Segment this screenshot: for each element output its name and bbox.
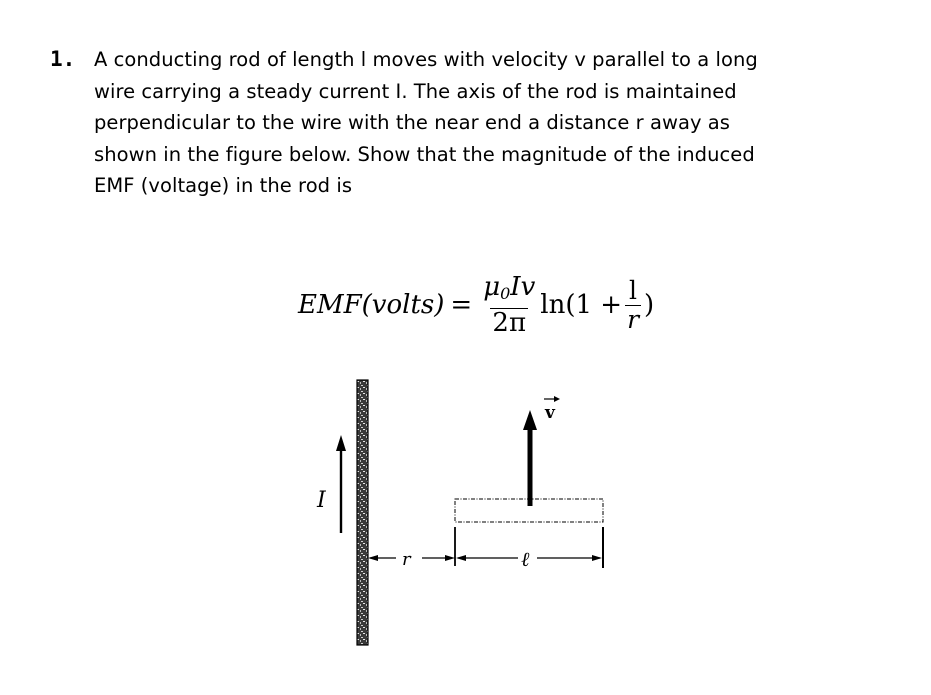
problem-line-3: perpendicular to the wire with the near …: [94, 111, 731, 134]
mu-subscript: 0: [500, 284, 511, 303]
formula-fraction-ratio: l r: [625, 275, 642, 334]
two-pi: 2π: [492, 308, 527, 338]
ratio-denominator: r: [625, 304, 642, 334]
formula-fraction-prefactor: μ0Iv 2π: [481, 273, 537, 337]
long-wire: [356, 379, 369, 646]
problem-line-1: A conducting rod of length l moves with …: [94, 48, 758, 71]
length-l-dimension: ℓ: [456, 547, 602, 571]
problem-statement: A conducting rod of length l moves with …: [94, 44, 854, 202]
fraction-denominator: 2π: [490, 308, 529, 338]
current-label: I: [316, 488, 327, 513]
velocity-arrow-icon: [523, 410, 537, 506]
problem-line-5: EMF (voltage) in the rod is: [94, 174, 353, 197]
distance-label: r: [402, 549, 412, 570]
formula-lhs: EMF: [298, 290, 362, 320]
current-arrow-icon: [336, 435, 346, 533]
problem-line-2: wire carrying a steady current I. The ax…: [94, 79, 737, 103]
distance-r-dimension: r: [368, 549, 455, 570]
current-velocity: Iv: [510, 272, 536, 302]
formula-close-paren: ): [644, 290, 655, 320]
formula-lhs-units: (volts): [361, 290, 445, 320]
length-label: ℓ: [521, 547, 530, 571]
formula-equals: =: [450, 290, 473, 320]
problem-line-4: shown in the figure below. Show that the…: [94, 142, 755, 166]
velocity-label: v: [544, 403, 556, 423]
emf-formula: EMF (volts) = μ0Iv 2π ln(1 + l r ): [298, 270, 654, 340]
problem-number: 1.: [50, 47, 76, 71]
fraction-numerator: μ0Iv: [481, 273, 537, 308]
velocity-vector-label: v: [544, 396, 560, 423]
ratio-numerator: l: [629, 275, 638, 305]
mu-symbol: μ: [483, 272, 501, 302]
formula-ln: ln(1 +: [540, 290, 623, 320]
